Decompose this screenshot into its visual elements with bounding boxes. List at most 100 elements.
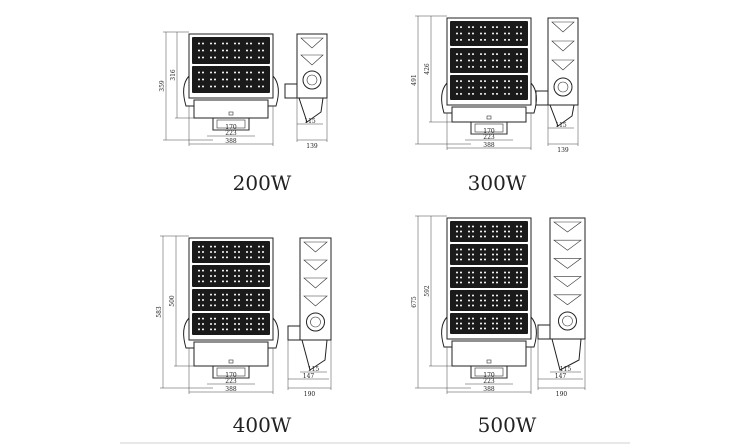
led-dot xyxy=(198,245,200,248)
led-dot xyxy=(250,42,252,45)
led-dot xyxy=(520,230,522,233)
drawings-layer: 359316170223388115139200W491426170223388… xyxy=(156,15,586,437)
led-dot xyxy=(484,294,486,297)
led-dot xyxy=(520,304,522,307)
led-dot xyxy=(516,26,518,29)
led-dot xyxy=(492,281,494,284)
led-dot xyxy=(492,271,494,274)
driver-vent xyxy=(486,359,492,364)
dim-width-mid: 223 xyxy=(225,130,237,137)
front-view xyxy=(441,217,537,379)
led-dot xyxy=(468,322,470,325)
led-dot xyxy=(234,256,236,259)
led-dot xyxy=(222,328,224,331)
led-dot xyxy=(262,275,264,277)
led-dot xyxy=(246,78,248,81)
led-dot xyxy=(222,56,224,59)
led-dot xyxy=(198,304,200,307)
led-dot xyxy=(214,323,216,325)
led-dot xyxy=(508,65,510,68)
led-dot xyxy=(210,317,212,320)
led-dot xyxy=(460,53,462,56)
led-dot xyxy=(234,280,236,283)
led-dot xyxy=(460,304,462,307)
dim-height-outer: 583 xyxy=(156,306,163,318)
led-dot xyxy=(238,256,240,259)
led-dot xyxy=(492,258,494,261)
dim-width-inner: 170 xyxy=(483,372,495,379)
led-dot xyxy=(250,293,252,296)
led-dot xyxy=(214,85,216,88)
led-dot xyxy=(468,235,470,238)
led-dot xyxy=(480,225,482,228)
led-dot xyxy=(226,256,228,259)
led-dot xyxy=(516,294,518,297)
led-dot xyxy=(516,327,518,330)
led-dot xyxy=(468,299,470,302)
led-dot xyxy=(484,53,486,56)
led-dot xyxy=(508,304,510,307)
wattage-label: 500W xyxy=(478,413,537,437)
led-dot xyxy=(516,304,518,307)
led-dot xyxy=(472,253,474,256)
led-dot xyxy=(456,32,458,35)
pivot-hub xyxy=(562,315,573,327)
pivot-joint xyxy=(306,312,325,332)
led-dot xyxy=(214,42,216,45)
led-dot xyxy=(210,304,212,307)
led-dot xyxy=(202,328,204,331)
led-dot xyxy=(468,65,470,68)
dim-side-inner: 115 xyxy=(304,118,316,125)
led-dot xyxy=(520,281,522,284)
right-bracket xyxy=(268,317,279,349)
led-dot xyxy=(472,59,474,62)
led-dot xyxy=(226,317,228,320)
led-dot xyxy=(484,299,486,302)
led-dot xyxy=(520,80,522,83)
led-dot xyxy=(504,59,506,62)
led-dot xyxy=(492,86,494,89)
led-dot xyxy=(508,38,510,41)
led-dot xyxy=(472,248,474,251)
led-dot xyxy=(492,38,494,41)
led-dot xyxy=(504,80,506,83)
led-dot xyxy=(508,59,510,62)
led-dot xyxy=(234,71,236,74)
led-dot xyxy=(468,294,470,297)
dim-height-inner: 426 xyxy=(424,63,431,75)
led-dot xyxy=(246,323,248,325)
led-dot xyxy=(496,294,498,297)
led-dot xyxy=(508,276,510,279)
heatsink-fin xyxy=(551,21,575,33)
led-dot xyxy=(222,317,224,320)
driver-vent xyxy=(228,359,234,364)
led-dot xyxy=(210,56,212,59)
led-dot xyxy=(460,294,462,297)
led-dot xyxy=(468,38,470,41)
led-dot xyxy=(210,49,212,52)
led-dot xyxy=(198,71,200,74)
dim-side-mid: 147 xyxy=(303,373,315,380)
led-dot xyxy=(222,71,224,74)
led-dot xyxy=(250,71,252,74)
led-dot xyxy=(484,225,486,228)
led-dot xyxy=(492,322,494,325)
led-dot xyxy=(516,317,518,320)
led-dot xyxy=(250,85,252,88)
led-dot xyxy=(226,328,228,331)
led-dot xyxy=(508,317,510,320)
driver-box xyxy=(451,106,527,123)
led-dot xyxy=(214,49,216,52)
led-dot xyxy=(504,258,506,261)
led-dot xyxy=(202,78,204,81)
led-dot xyxy=(258,280,260,283)
base-inner xyxy=(216,367,246,377)
led-dot xyxy=(468,59,470,62)
led-dot xyxy=(492,317,494,320)
led-dot xyxy=(468,271,470,274)
led-dot xyxy=(480,281,482,284)
led-dot xyxy=(210,245,212,248)
led-dot xyxy=(262,299,264,301)
led-dot xyxy=(234,269,236,272)
